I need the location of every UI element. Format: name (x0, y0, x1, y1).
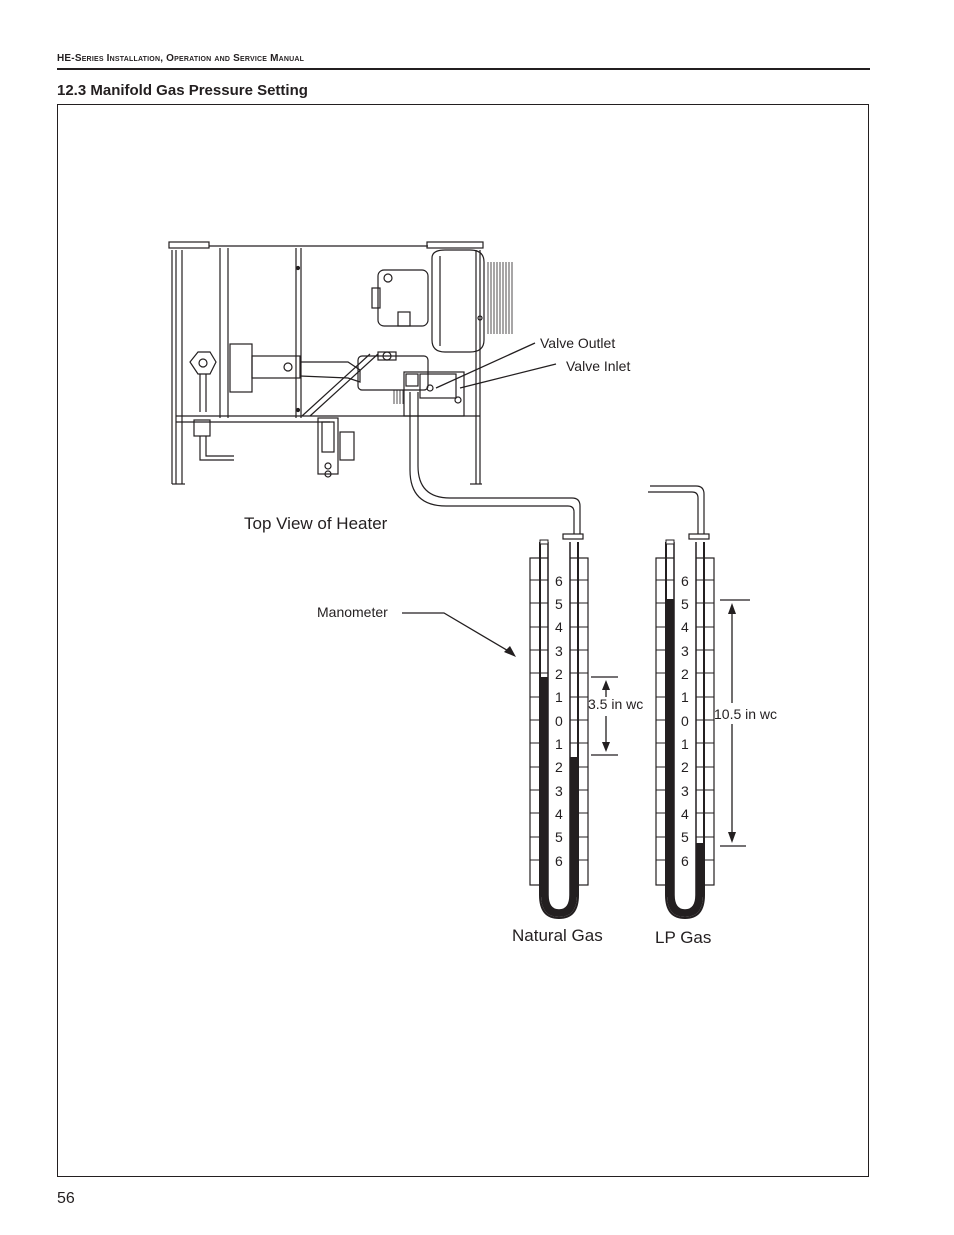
scale-label: 1 (555, 736, 563, 752)
manometer-callout-arrow (402, 612, 511, 653)
scale-label: 1 (681, 689, 689, 705)
scale-label: 4 (681, 619, 689, 635)
running-header: HE-Series Installation, Operation and Se… (57, 53, 305, 64)
page-number: 56 (57, 1190, 75, 1207)
lp-gas-reading: 10.5 in wc (714, 706, 777, 722)
header-rule (57, 68, 870, 70)
scale-label: 3 (555, 643, 563, 659)
scale-label: 3 (681, 643, 689, 659)
pressure-tubing (409, 392, 705, 538)
valve-outlet-label: Valve Outlet (540, 335, 615, 351)
scale-label: 5 (681, 829, 689, 845)
lp-gas-scale: 6 5 4 3 2 1 0 1 2 3 4 5 6 (681, 573, 689, 869)
natural-gas-caption: Natural Gas (512, 926, 603, 945)
valve-inlet-label: Valve Inlet (566, 358, 630, 374)
scale-label: 6 (555, 573, 563, 589)
scale-label: 1 (555, 689, 563, 705)
scale-label: 2 (681, 666, 689, 682)
natural-gas-dimension (591, 676, 618, 756)
scale-label: 5 (681, 596, 689, 612)
scale-label: 2 (555, 666, 563, 682)
heater-top-view-drawing (168, 241, 513, 485)
scale-label: 4 (681, 806, 689, 822)
heater-caption: Top View of Heater (244, 514, 388, 533)
dimension-arrowhead (602, 680, 610, 690)
dimension-arrowhead (602, 742, 610, 752)
natural-gas-reading: 3.5 in wc (588, 696, 643, 712)
natural-gas-manometer (529, 533, 589, 920)
scale-label: 4 (555, 806, 563, 822)
scale-label: 2 (555, 759, 563, 775)
scale-label: 3 (555, 783, 563, 799)
scale-label: 6 (681, 853, 689, 869)
section-title: 12.3 Manifold Gas Pressure Setting (57, 82, 308, 99)
lp-gas-caption: LP Gas (655, 928, 711, 947)
scale-label: 2 (681, 759, 689, 775)
scale-label: 5 (555, 829, 563, 845)
lp-gas-dimension (720, 599, 750, 847)
dimension-arrowhead (728, 603, 736, 614)
scale-label: 6 (681, 573, 689, 589)
dimension-arrowhead (728, 832, 736, 843)
scale-label: 1 (681, 736, 689, 752)
scale-label: 4 (555, 619, 563, 635)
scale-label: 0 (555, 713, 563, 729)
scale-label: 5 (555, 596, 563, 612)
scale-label: 6 (555, 853, 563, 869)
scale-label: 3 (681, 783, 689, 799)
valve-callout-lines (435, 342, 557, 389)
manometer-callout-arrowhead (504, 646, 516, 657)
scale-label: 0 (681, 713, 689, 729)
figure-frame (57, 104, 869, 1177)
manometer-label: Manometer (317, 604, 388, 620)
natural-gas-scale: 6 5 4 3 2 1 0 1 2 3 4 5 6 (555, 573, 563, 869)
lp-gas-manometer (655, 533, 715, 920)
